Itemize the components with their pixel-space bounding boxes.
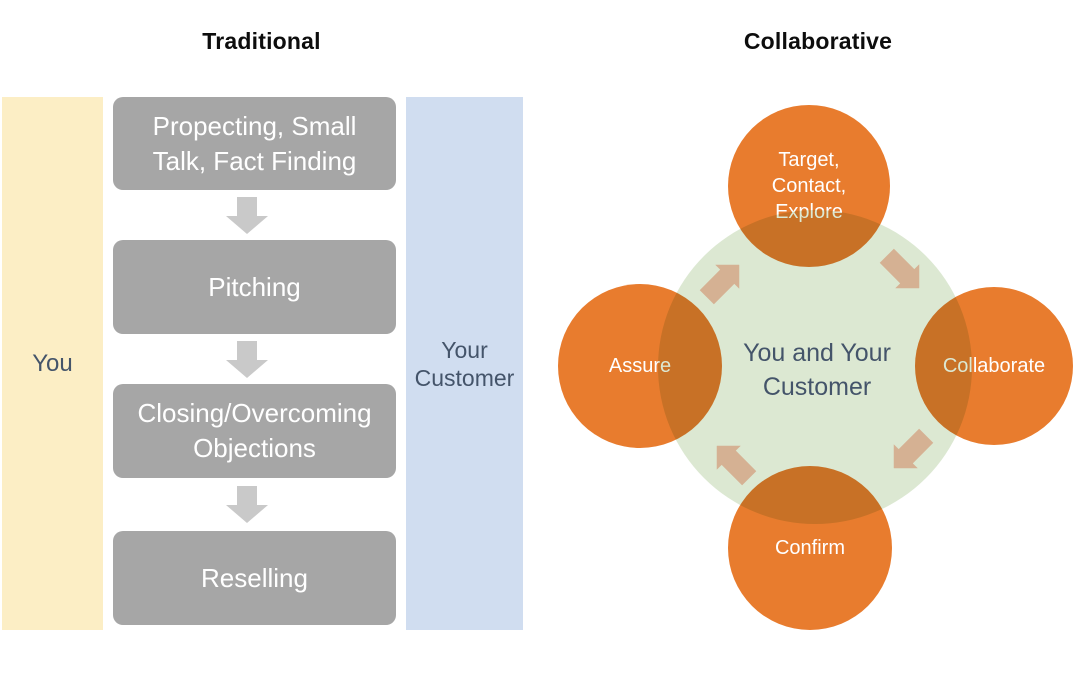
stage-text-line: Contact, xyxy=(771,175,847,197)
cycle-arrow-up-left-icon xyxy=(716,445,757,486)
step-text-line: Closing/Overcoming xyxy=(137,398,372,428)
step-pitching: Pitching xyxy=(113,240,396,334)
step-reselling: Reselling xyxy=(113,531,396,625)
you-label: You xyxy=(32,349,73,377)
step-text-line: Propecting, Small xyxy=(152,110,357,141)
step-text-line: Pitching xyxy=(208,271,301,302)
customer-label-line: Customer xyxy=(414,364,515,391)
cycle-arrow-up-right-icon xyxy=(699,264,740,305)
stage-text-line: Target, xyxy=(778,149,840,171)
step-prospecting: Propecting, Small Talk, Fact Finding xyxy=(113,97,396,190)
flow-down-arrow-icon xyxy=(226,486,268,523)
stage-text-line: Assure xyxy=(608,355,672,377)
hub-label: You and Your Customer xyxy=(717,336,917,404)
you-bar: You xyxy=(2,97,103,630)
collaborative-title: Collaborative xyxy=(743,28,893,54)
hub-label-line: You and Your xyxy=(743,339,891,367)
step-closing: Closing/Overcoming Objections xyxy=(113,384,396,478)
step-text-line: Talk, Fact Finding xyxy=(152,145,357,176)
stage-text-line: Confirm xyxy=(774,537,845,559)
flow-down-arrow-icon xyxy=(226,341,268,378)
hub-label-line: Customer xyxy=(762,373,872,401)
step-text-line: Objections xyxy=(193,433,316,463)
flow-down-arrow-icon xyxy=(226,197,268,234)
cycle-arrow-down-right-icon xyxy=(879,248,920,289)
hub-circle xyxy=(658,210,972,524)
cycle-arrow-down-left-icon xyxy=(893,428,934,469)
your-customer-bar: Your Customer xyxy=(406,97,523,630)
traditional-title: Traditional xyxy=(202,28,321,54)
step-text-line: Reselling xyxy=(201,562,308,593)
customer-label-line: Your xyxy=(441,336,488,363)
